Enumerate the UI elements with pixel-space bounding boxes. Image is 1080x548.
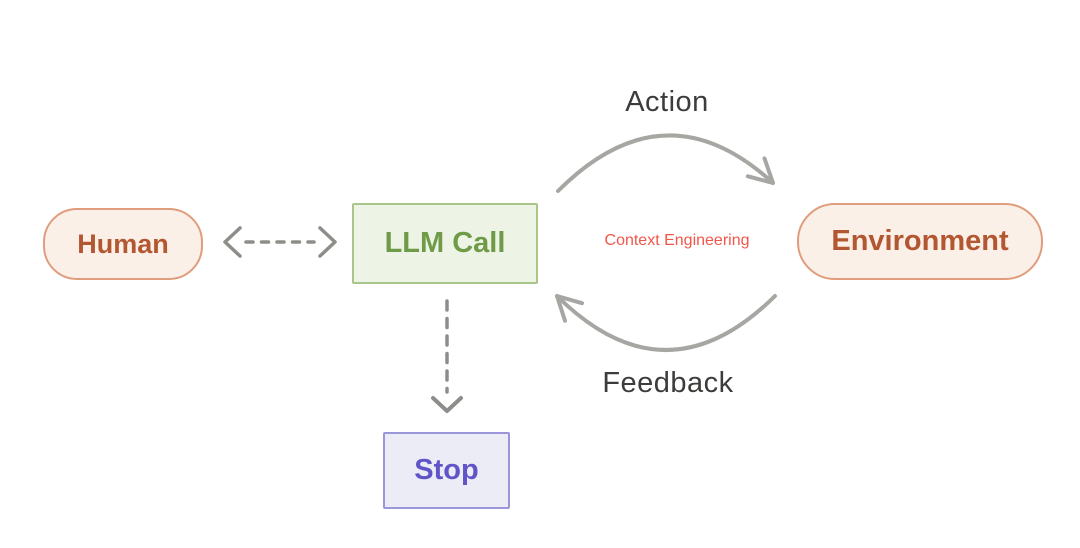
node-human: Human <box>43 208 203 280</box>
left-chevron-icon <box>223 226 242 258</box>
llm-stop-dashed-arrow <box>431 299 463 413</box>
feedback-label: Feedback <box>602 367 734 399</box>
feedback-arc <box>555 294 777 352</box>
action-arc <box>556 133 775 193</box>
action-arrow <box>556 133 775 193</box>
node-human-label: Human <box>77 228 169 259</box>
human-llm-dashed-arrow <box>223 226 337 258</box>
down-chevron-icon <box>431 396 463 413</box>
node-environment-label: Environment <box>831 225 1009 257</box>
action-label: Action <box>625 86 709 118</box>
feedback-arrow <box>555 294 777 352</box>
action-arrowhead <box>745 156 775 185</box>
node-stop: Stop <box>383 432 510 509</box>
feedback-arrowhead <box>555 294 584 323</box>
node-stop-label: Stop <box>414 454 479 486</box>
node-environment: Environment <box>797 203 1043 280</box>
node-llm-call: LLM Call <box>352 203 538 284</box>
node-llm-call-label: LLM Call <box>384 227 506 259</box>
context-engineering-label: Context Engineering <box>604 232 750 249</box>
right-chevron-icon <box>318 226 337 258</box>
